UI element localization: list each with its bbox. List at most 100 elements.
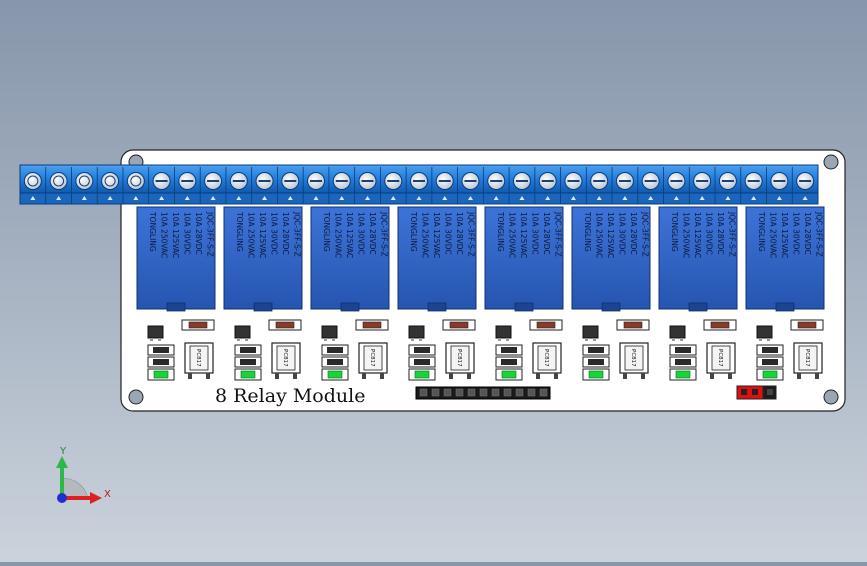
- smd-components: [756, 344, 784, 368]
- terminal-screw[interactable]: [302, 167, 326, 204]
- wire-entry-icon: [184, 196, 190, 200]
- terminal-screw[interactable]: [534, 167, 557, 204]
- terminal-screw[interactable]: [585, 167, 609, 204]
- wire-entry-icon: [339, 196, 345, 200]
- relay-label-text: 10A 28VDC: [281, 212, 290, 255]
- optocoupler: PC817: [184, 342, 214, 379]
- terminal-screw[interactable]: [148, 167, 171, 204]
- header-pin[interactable]: [527, 388, 536, 397]
- terminal-screw[interactable]: [45, 167, 68, 204]
- header-pin[interactable]: [491, 388, 500, 397]
- terminal-screw[interactable]: [277, 167, 300, 204]
- header-pin[interactable]: [419, 388, 428, 397]
- relay-label-text: 10A 250VAC: [769, 212, 778, 258]
- transistor: [669, 325, 686, 341]
- relay-label-text: 10A 28VDC: [803, 212, 812, 255]
- terminal-screw[interactable]: [457, 167, 480, 204]
- relay-label-text: 10A 125VAC: [519, 212, 528, 258]
- z-axis-icon: [57, 493, 67, 503]
- terminal-screw[interactable]: [96, 167, 120, 204]
- terminal-screw[interactable]: [714, 167, 737, 204]
- terminal-screw[interactable]: [328, 167, 351, 204]
- terminal-screw[interactable]: [71, 167, 94, 204]
- relay-label-text: 10A 30VDC: [270, 212, 279, 255]
- vcc-jumper[interactable]: [736, 385, 777, 400]
- terminal-screw[interactable]: [766, 167, 789, 204]
- x-axis-arrow-icon: [90, 492, 102, 504]
- terminal-screw[interactable]: [405, 167, 428, 204]
- terminal-screw[interactable]: [740, 167, 763, 204]
- header-pin[interactable]: [467, 388, 476, 397]
- relay-label-text: 10A 30VDC: [792, 212, 801, 255]
- optocoupler: PC817: [793, 342, 823, 379]
- terminal-screw[interactable]: [122, 167, 145, 204]
- wire-entry-icon: [545, 196, 551, 200]
- relay-label-text: 10A 125VAC: [780, 212, 789, 258]
- terminal-screw[interactable]: [19, 167, 42, 204]
- mount-hole-bottom-left: [128, 389, 144, 405]
- relay-label-text: 10A 125VAC: [345, 212, 354, 258]
- relay-label-text: JQC-3FF-S-Z: [554, 211, 563, 257]
- wire-entry-icon: [81, 196, 87, 200]
- smd-components: [408, 344, 436, 368]
- relay-label-text: 10A 250VAC: [595, 212, 604, 258]
- terminal-screw[interactable]: [174, 167, 197, 204]
- header-pin[interactable]: [455, 388, 464, 397]
- terminal-screw[interactable]: [431, 167, 454, 204]
- terminal-screw[interactable]: [354, 167, 377, 204]
- terminal-screw[interactable]: [225, 167, 248, 204]
- input-header-pins[interactable]: [415, 386, 551, 400]
- status-led: [582, 368, 610, 381]
- orientation-triad[interactable]: Y X: [56, 446, 111, 504]
- relay-label-text: JQC-3FF-S-Z: [380, 211, 389, 257]
- relay-label-text: JQC-3FF-S-Z: [206, 211, 215, 257]
- wire-entry-icon: [133, 196, 139, 200]
- relay-label-text: TONGLING: [148, 211, 157, 252]
- header-pin[interactable]: [539, 388, 548, 397]
- wire-entry-icon: [725, 196, 731, 200]
- terminal-screw[interactable]: [560, 167, 583, 204]
- terminal-screw[interactable]: [508, 167, 531, 204]
- board-title: 8 Relay Module: [215, 385, 365, 407]
- wire-entry-icon: [570, 196, 576, 200]
- terminal-screw[interactable]: [611, 167, 634, 204]
- terminal-screw[interactable]: [791, 167, 815, 204]
- terminal-screw[interactable]: [379, 167, 403, 204]
- header-pin[interactable]: [443, 388, 452, 397]
- terminal-screw[interactable]: [199, 167, 223, 204]
- mount-hole-bottom-right: [823, 389, 839, 405]
- optocoupler-label: PC817: [369, 349, 375, 367]
- wire-entry-icon: [648, 196, 654, 200]
- header-pin[interactable]: [515, 388, 524, 397]
- status-led: [234, 368, 262, 381]
- header-pin[interactable]: [479, 388, 488, 397]
- terminal-screw[interactable]: [637, 167, 660, 204]
- terminal-screw[interactable]: [482, 167, 506, 204]
- wire-entry-icon: [622, 196, 628, 200]
- wire-entry-icon: [56, 196, 62, 200]
- optocoupler-label: PC817: [804, 349, 810, 367]
- resistor: [181, 319, 215, 331]
- relay-label-text: JQC-3FF-S-Z: [293, 211, 302, 257]
- resistor: [616, 319, 650, 331]
- terminal-screw[interactable]: [251, 167, 274, 204]
- transistor: [408, 325, 425, 341]
- relay-label-text: 10A 250VAC: [334, 212, 343, 258]
- status-led: [669, 368, 697, 381]
- header-pin[interactable]: [431, 388, 440, 397]
- screw-terminal-strip[interactable]: [19, 164, 819, 205]
- relay-label-text: 10A 28VDC: [194, 212, 203, 255]
- terminal-screw[interactable]: [688, 167, 712, 204]
- relay-label-text: 10A 28VDC: [716, 212, 725, 255]
- terminal-screw[interactable]: [663, 167, 686, 204]
- header-pin[interactable]: [503, 388, 512, 397]
